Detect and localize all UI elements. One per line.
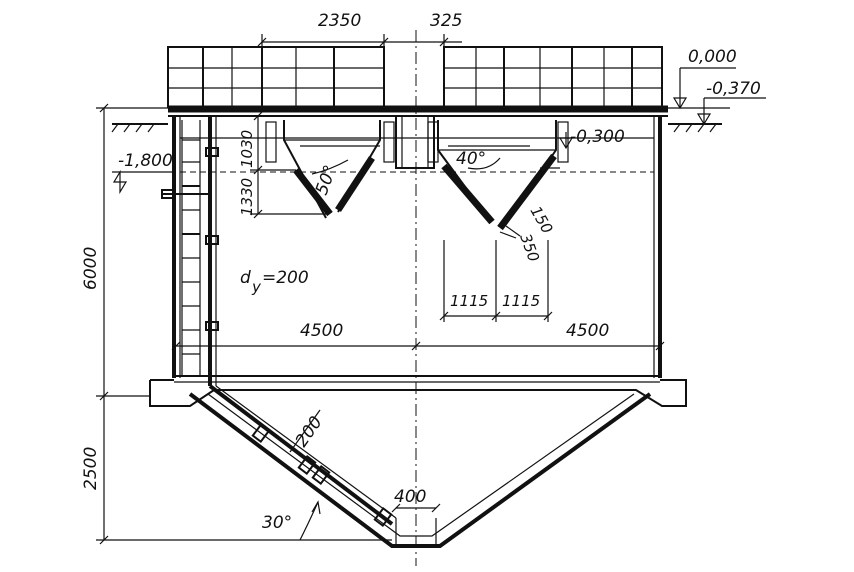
tray-left	[265, 120, 395, 219]
angle-baffle-right-label: 40°	[456, 149, 486, 169]
dim-depth-total-label: 6000	[81, 247, 101, 290]
ladder	[161, 120, 210, 376]
level-inlet-label: -1,800	[118, 151, 173, 171]
angle-baffle-left-label: 50°	[312, 163, 341, 198]
dim-sub-left-label: 1115	[450, 292, 488, 310]
dim-gap-top-label: 325	[430, 11, 462, 31]
dim-tray-1030-label: 1030	[238, 130, 256, 168]
tank-walls	[149, 116, 687, 407]
top-deck-beam	[168, 105, 668, 117]
dim-slot-350-label: 350	[516, 231, 543, 264]
dim-depth-cone-label: 2500	[81, 447, 101, 490]
pipe-value: =200	[262, 268, 309, 288]
dimension-lines	[96, 34, 766, 545]
dim-bottom-400-label: 400	[394, 487, 426, 507]
angle-cone-label: 30°	[262, 513, 292, 533]
dim-width-left-label: 2350	[318, 11, 361, 31]
dim-half-width-right-label: 4500	[566, 321, 609, 341]
railing-right	[443, 46, 663, 108]
pipe-diameter-label: d y =200	[240, 268, 309, 296]
railing-left	[167, 46, 385, 108]
level-water-label: -0,300	[570, 127, 625, 147]
ground-line	[111, 123, 722, 133]
inlet-pipe	[205, 116, 397, 527]
tray-right	[427, 120, 569, 231]
dim-tray-1330-label: 1330	[238, 178, 256, 216]
dim-sub-right-label: 1115	[502, 292, 540, 310]
pipe-subscript: y	[251, 278, 262, 296]
level-ground-label: 0,000	[688, 47, 737, 67]
pipe-symbol: d	[240, 268, 251, 288]
dim-half-width-left-label: 4500	[300, 321, 343, 341]
level-top-label: -0,370	[706, 79, 761, 99]
